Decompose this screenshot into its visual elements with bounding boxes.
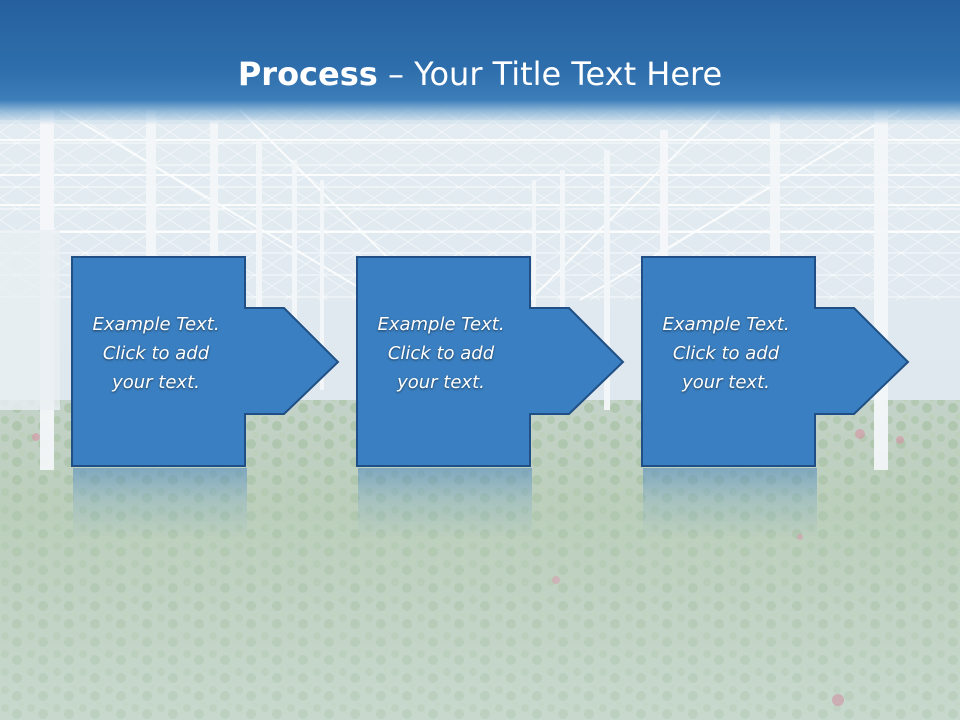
title-rest-text: Your Title Text Here [414, 55, 723, 93]
step-text-line: your text. [112, 372, 200, 393]
step-reflection [358, 468, 532, 538]
step-text-line: your text. [682, 372, 770, 393]
step-reflection [643, 468, 817, 538]
step-text-line: Click to add [102, 343, 210, 364]
step-text-line: Click to add [672, 343, 780, 364]
step-text[interactable]: Example Text. Click to add your text. [356, 310, 526, 397]
step-text-line: Example Text. [377, 314, 505, 335]
step-text-line: Click to add [387, 343, 495, 364]
process-arrow-box-shape [641, 256, 910, 467]
slide-title[interactable]: Process – Your Title Text Here [0, 52, 960, 96]
process-step-2[interactable]: Example Text. Click to add your text. [356, 256, 626, 538]
step-text-line: Example Text. [662, 314, 790, 335]
title-bold-text: Process [237, 55, 378, 93]
title-dash: – [377, 55, 415, 93]
title-band [0, 0, 960, 125]
step-text[interactable]: Example Text. Click to add your text. [641, 310, 811, 397]
process-arrow-box-shape [356, 256, 625, 467]
process-step-3[interactable]: Example Text. Click to add your text. [641, 256, 911, 538]
process-step-1[interactable]: Example Text. Click to add your text. [71, 256, 341, 538]
step-text-line: your text. [397, 372, 485, 393]
process-arrow-box-shape [71, 256, 340, 467]
step-text[interactable]: Example Text. Click to add your text. [71, 310, 241, 397]
step-reflection [73, 468, 247, 538]
step-text-line: Example Text. [92, 314, 220, 335]
